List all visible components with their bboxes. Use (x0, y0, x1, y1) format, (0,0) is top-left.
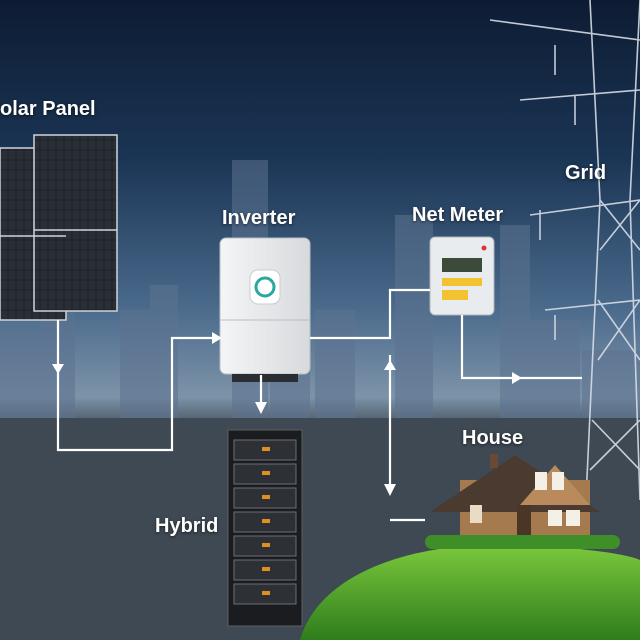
hybrid-label: Hybrid (155, 515, 219, 537)
hedge (425, 535, 620, 549)
flow-house-link (388, 355, 425, 522)
grid-label: Grid (565, 162, 607, 184)
grass-hill (300, 544, 640, 640)
flow-solar-to-inverter (56, 320, 212, 452)
net-meter-label: Net Meter (412, 204, 504, 226)
battery-rack (227, 429, 303, 627)
solar-panel-array (0, 134, 118, 321)
inverter-unit (219, 237, 311, 382)
house-label: House (462, 427, 524, 449)
house (430, 454, 600, 542)
flow-arrowheads (52, 332, 522, 496)
inverter-label: Inverter (222, 207, 296, 229)
solar-panel-label: olar Panel (0, 98, 96, 120)
flow-meter-to-grid (460, 315, 582, 380)
flow-inverter-to-meter (310, 288, 430, 340)
flow-lines (56, 288, 582, 522)
net-meter-unit (429, 236, 495, 316)
power-tower (489, 0, 640, 521)
